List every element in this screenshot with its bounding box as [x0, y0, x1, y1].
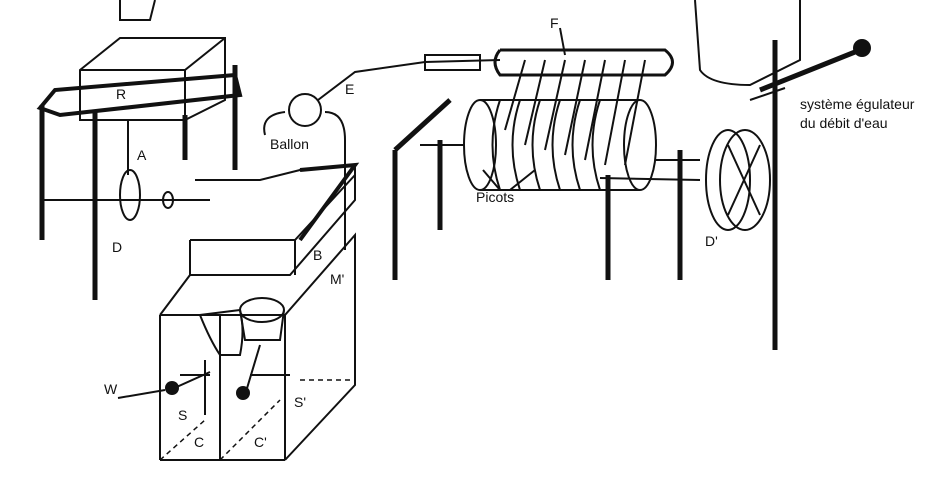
label-c: C — [194, 434, 205, 450]
label-picots: Picots — [476, 189, 515, 205]
picot-cylinder — [392, 98, 701, 280]
label-f: F — [550, 15, 559, 31]
label-c-prime: C' — [254, 434, 267, 450]
label-m-prime: M' — [330, 271, 345, 287]
label-w: W — [104, 381, 118, 397]
label-r: R — [116, 86, 127, 102]
label-b: B — [313, 247, 323, 263]
label-d: D — [112, 239, 123, 255]
label-e: E — [345, 81, 355, 97]
label-regulator-line2: du débit d'eau — [800, 115, 888, 131]
label-d-prime: D' — [705, 233, 718, 249]
box-b — [117, 162, 360, 461]
label-ballon: Ballon — [270, 136, 309, 152]
balloon-tube — [263, 54, 501, 250]
label-s-prime: S' — [294, 394, 307, 410]
reservoir-r — [36, 0, 243, 300]
water-wheel — [694, 0, 871, 350]
f-pointer — [559, 27, 566, 56]
label-regulator-line1: système égulateur — [800, 96, 915, 112]
label-s: S — [178, 407, 188, 423]
picots-pointer — [482, 169, 536, 191]
label-a: A — [137, 147, 147, 163]
tube-f — [493, 48, 674, 166]
